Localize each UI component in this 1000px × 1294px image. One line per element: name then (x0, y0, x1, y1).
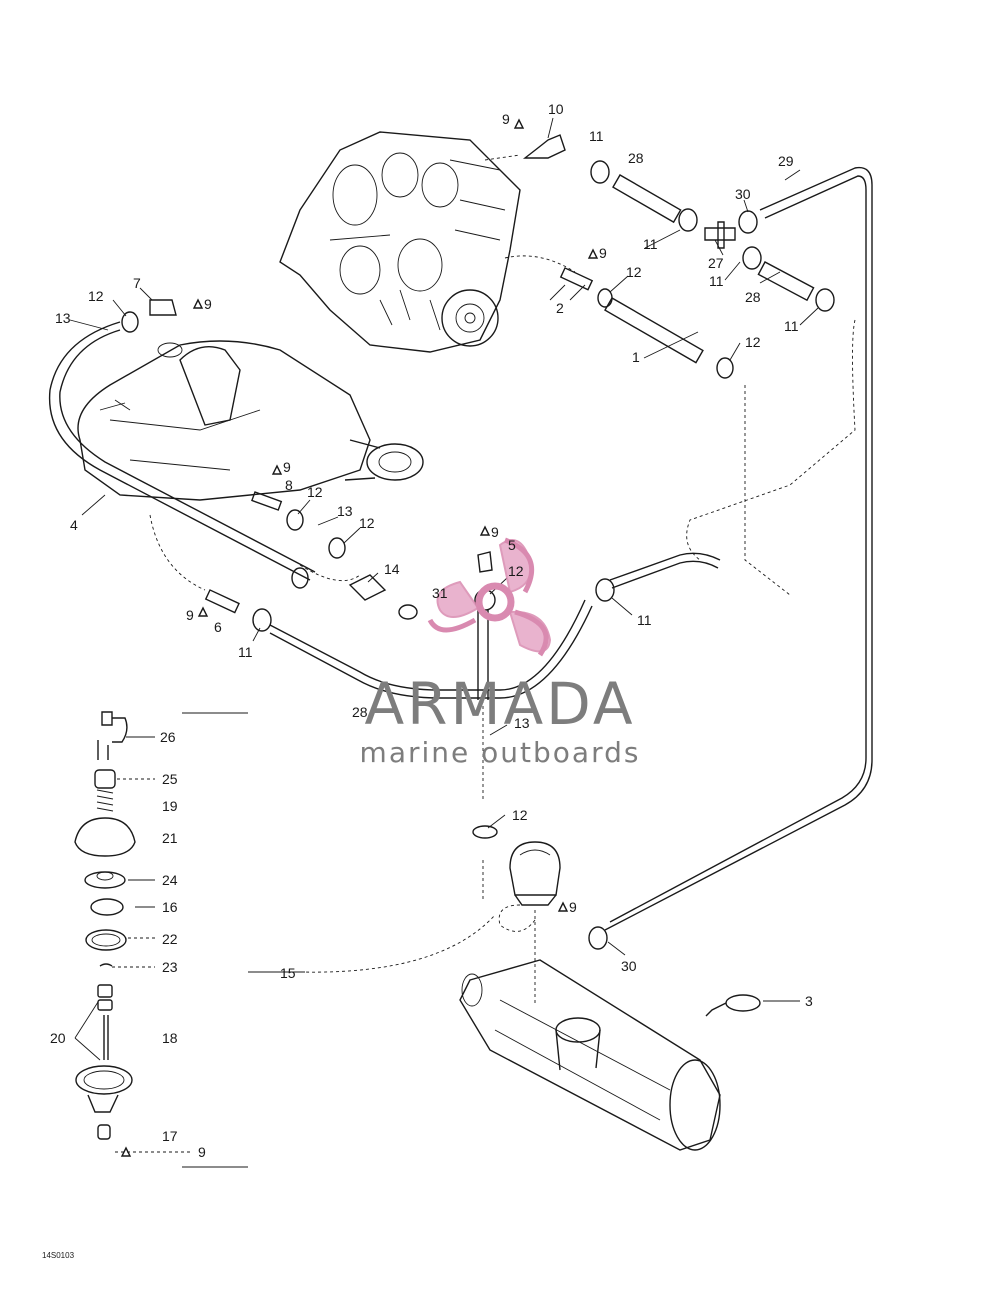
hose-28-right (757, 261, 815, 302)
callout-28: 28 (352, 704, 368, 720)
callout-11: 11 (637, 612, 652, 628)
cap-9-markers (120, 118, 599, 1157)
callout-5: 5 (508, 537, 516, 553)
hose-28-bottom (269, 599, 593, 699)
callout-15: 15 (280, 965, 296, 981)
callout-7: 7 (133, 275, 141, 291)
separator-bulb (509, 841, 561, 906)
callout-11: 11 (643, 236, 658, 252)
callout-17: 17 (162, 1128, 178, 1144)
callout-9: 9 (186, 607, 194, 623)
callout-26: 26 (160, 729, 176, 745)
valve-assembly (74, 711, 136, 1140)
callout-30: 30 (735, 186, 751, 202)
callout-11: 11 (784, 318, 799, 334)
callout-24: 24 (162, 872, 178, 888)
callout-27: 27 (708, 255, 724, 271)
hose-13 (48, 321, 316, 581)
callout-2: 2 (556, 300, 564, 316)
callout-18: 18 (162, 1030, 178, 1046)
watermark-tagline: marine outboards (360, 736, 641, 769)
fittings (149, 134, 736, 620)
callout-14: 14 (384, 561, 400, 577)
callout-16: 16 (162, 899, 178, 915)
callout-13: 13 (337, 503, 353, 519)
part-3 (705, 994, 761, 1017)
callout-11: 11 (709, 273, 724, 289)
callout-25: 25 (162, 771, 178, 787)
callout-12: 12 (88, 288, 104, 304)
callout-6: 6 (214, 619, 222, 635)
callout-3: 3 (805, 993, 813, 1009)
callout-12: 12 (512, 807, 528, 823)
callout-4: 4 (70, 517, 78, 533)
callout-21: 21 (162, 830, 178, 846)
callout-31: 31 (432, 585, 448, 601)
callout-9: 9 (502, 111, 510, 127)
callout-9: 9 (569, 899, 577, 915)
hose-1 (604, 297, 704, 364)
watermark-brand: ARMADA (364, 670, 635, 738)
callout-11: 11 (589, 128, 604, 144)
callout-9: 9 (204, 296, 212, 312)
callout-10: 10 (548, 101, 564, 117)
callout-9: 9 (491, 524, 499, 540)
callout-8: 8 (285, 477, 293, 493)
engine-block (279, 131, 521, 353)
callout-12: 12 (745, 334, 761, 350)
callout-20: 20 (50, 1030, 66, 1046)
clamps (121, 160, 835, 950)
callout-28: 28 (628, 150, 644, 166)
callout-12: 12 (508, 563, 524, 579)
callout-11: 11 (238, 644, 253, 660)
callout-12: 12 (359, 515, 375, 531)
muffler (459, 959, 721, 1151)
callout-13: 13 (55, 310, 71, 326)
callout-1: 1 (632, 349, 640, 365)
callout-22: 22 (162, 931, 178, 947)
callout-19: 19 (162, 798, 178, 814)
callout-9: 9 (599, 245, 607, 261)
callout-28: 28 (745, 289, 761, 305)
callout-13: 13 (514, 715, 530, 731)
callout-12: 12 (307, 484, 323, 500)
callout-12: 12 (626, 264, 642, 280)
callout-29: 29 (778, 153, 794, 169)
hose-28-top (612, 174, 682, 224)
leader-lines (69, 117, 819, 1153)
tank-4 (77, 340, 424, 501)
callout-30: 30 (621, 958, 637, 974)
callout-23: 23 (162, 959, 178, 975)
callout-labels: 1 2 3 4 5 6 7 8 9 9 9 9 9 9 9 9 10 11 11… (50, 101, 813, 1160)
figure-id: 14S0103 (42, 1251, 75, 1260)
armada-logo-mark (427, 537, 552, 657)
callout-9: 9 (198, 1144, 206, 1160)
callout-9: 9 (283, 459, 291, 475)
